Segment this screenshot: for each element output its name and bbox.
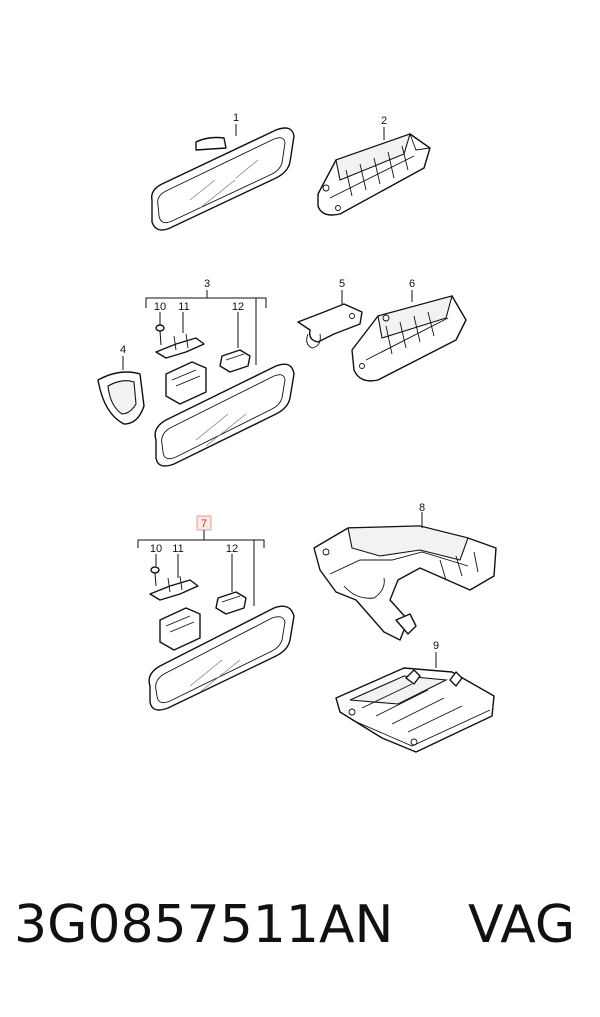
part-11-clip	[155, 333, 205, 359]
group-3-bracket	[145, 290, 267, 365]
footer: 3G0857511AN VAG	[0, 895, 600, 975]
brand-label: VAG	[468, 895, 576, 955]
callout-9: 9	[433, 640, 439, 652]
part-10-screw	[155, 324, 165, 346]
parts-diagram: 1 2 3 10 11 12	[97, 112, 497, 753]
part-5-cover	[297, 290, 363, 349]
callout-7: 7	[201, 518, 207, 530]
group-7-bracket	[137, 515, 265, 606]
callout-10-row3: 10	[150, 543, 162, 555]
part-12-sensor	[219, 349, 251, 373]
mirror-row3	[148, 605, 295, 711]
callout-11-row2: 11	[178, 301, 189, 313]
part-number: 3G0857511AN	[14, 895, 394, 955]
part-4-mirror-base-cover	[97, 356, 145, 425]
callout-12-row2: 12	[232, 301, 244, 313]
part-11-clip-row3	[149, 575, 199, 601]
callout-12-row3: 12	[226, 543, 238, 555]
mirror-base-housing-row3	[159, 607, 201, 651]
callout-5: 5	[339, 278, 345, 290]
part-8-roof-console-cover	[313, 512, 497, 641]
callout-2: 2	[381, 115, 387, 127]
callout-11-row3: 11	[172, 543, 183, 555]
callout-3: 3	[204, 278, 210, 290]
part-6-trim-cover	[351, 290, 467, 382]
part-1-rearview-mirror	[151, 124, 295, 231]
part-12-sensor-row3	[215, 591, 247, 615]
callout-10-row2: 10	[154, 301, 166, 313]
part-2-mirror-trim-cover	[317, 127, 431, 216]
callout-1: 1	[233, 112, 239, 124]
callout-4: 4	[120, 344, 126, 356]
part-9-cover-panel	[335, 652, 495, 753]
callout-8: 8	[419, 502, 425, 514]
callout-6: 6	[409, 278, 415, 290]
mirror-base-housing-row2	[165, 361, 207, 405]
mirror-row2	[154, 363, 295, 467]
part-10-screw-row3	[150, 566, 160, 587]
